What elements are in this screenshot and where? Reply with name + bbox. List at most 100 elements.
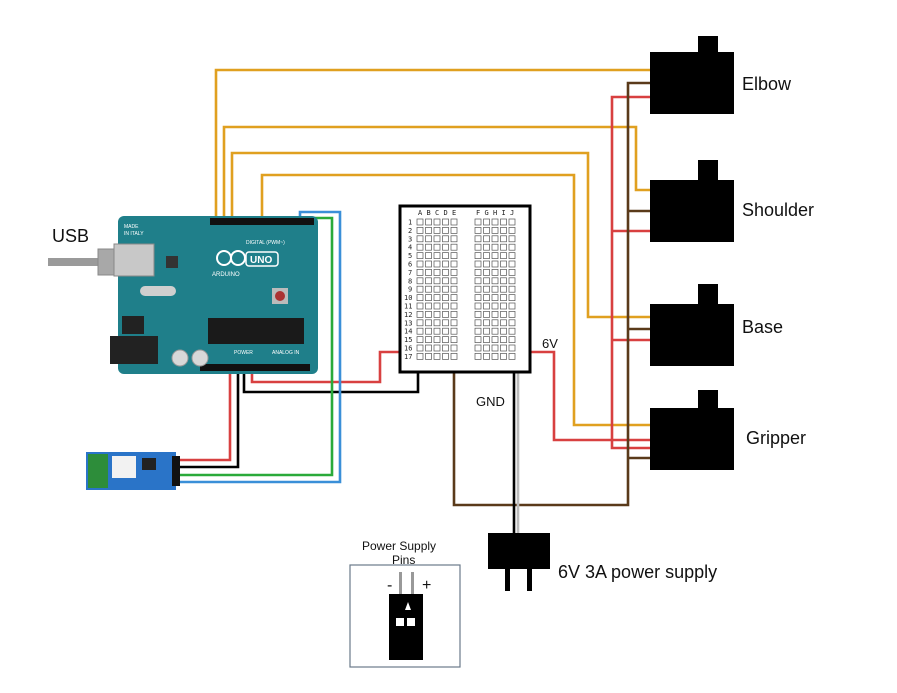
- breadboard-hole: [508, 302, 516, 310]
- arduino-made-1: MADE: [124, 224, 139, 230]
- breadboard-hole: [491, 235, 499, 243]
- breadboard-hole: [425, 327, 432, 335]
- breadboard-hole: [450, 218, 458, 226]
- breadboard-hole: [474, 243, 482, 251]
- breadboard-hole: [491, 344, 499, 352]
- breadboard-row-label: 10: [404, 294, 412, 302]
- breadboard-hole: [442, 302, 449, 310]
- breadboard-row-label: 13: [404, 319, 412, 327]
- breadboard-hole: [474, 327, 482, 335]
- breadboard-hole: [433, 319, 441, 327]
- breadboard-hole: [450, 269, 458, 276]
- breadboard-hole: [500, 302, 507, 310]
- breadboard-hole: [416, 243, 424, 251]
- breadboard-hole: [433, 294, 441, 301]
- breadboard-hole: [483, 269, 490, 276]
- arduino-analog: ANALOG IN: [272, 350, 300, 356]
- breadboard-hole: [433, 227, 441, 234]
- breadboard-row-label: 4: [408, 244, 412, 252]
- breadboard-hole: [450, 302, 458, 310]
- breadboard-row-label: 11: [404, 303, 412, 311]
- arduino-made-2: IN ITALY: [124, 231, 144, 237]
- breadboard-hole: [450, 294, 458, 301]
- pins-title-2: Pins: [392, 553, 415, 567]
- breadboard-hole: [483, 327, 490, 335]
- arduino-digital: DIGITAL (PWM~): [246, 240, 285, 246]
- breadboard-hole: [450, 260, 458, 268]
- breadboard-hole: [433, 243, 441, 251]
- breadboard-hole: [442, 252, 449, 259]
- breadboard-hole: [425, 294, 432, 301]
- breadboard-hole: [491, 302, 499, 310]
- breadboard-hole: [508, 353, 516, 360]
- breadboard-hole: [483, 285, 490, 293]
- power-supply-label: 6V 3A power supply: [558, 562, 717, 582]
- breadboard-hole: [483, 218, 490, 226]
- servo-label-shoulder: Shoulder: [742, 200, 814, 220]
- elbow-signal-wire: [214, 68, 652, 222]
- breadboard-hole: [500, 235, 507, 243]
- breadboard-hole: [425, 269, 432, 276]
- breadboard-hole: [474, 336, 482, 343]
- breadboard-hole: [450, 327, 458, 335]
- breadboard-hole: [491, 218, 499, 226]
- breadboard-hole: [442, 235, 449, 243]
- breadboard-hole: [416, 218, 424, 226]
- breadboard-hole: [416, 353, 424, 360]
- bt-vcc-wire: [178, 368, 232, 462]
- breadboard-hole: [474, 252, 482, 259]
- breadboard-hole: [442, 269, 449, 276]
- breadboard-hole: [416, 327, 424, 335]
- breadboard-col-label: D: [444, 209, 448, 217]
- breadboard-row-label: 16: [404, 345, 412, 353]
- breadboard-col-label: H: [493, 209, 497, 217]
- breadboard-hole: [491, 252, 499, 259]
- base-signal-wire: [230, 151, 652, 319]
- breadboard-hole: [450, 311, 458, 318]
- breadboard-row-label: 15: [404, 336, 412, 344]
- breadboard-hole: [433, 277, 441, 285]
- breadboard-col-label: C: [435, 209, 439, 217]
- arduino-uno: [110, 216, 318, 374]
- breadboard-hole: [500, 243, 507, 251]
- breadboard-hole: [474, 285, 482, 293]
- breadboard-hole: [474, 311, 482, 318]
- breadboard-hole: [474, 344, 482, 352]
- usb-label: USB: [52, 226, 89, 246]
- breadboard-hole: [450, 235, 458, 243]
- breadboard-hole: [433, 218, 441, 226]
- servo-power-bus: [610, 95, 652, 450]
- breadboard-hole: [433, 336, 441, 343]
- breadboard-hole: [416, 235, 424, 243]
- breadboard-hole: [500, 260, 507, 268]
- breadboard-hole: [491, 277, 499, 285]
- gnd-label: GND: [476, 394, 505, 409]
- breadboard-hole: [508, 252, 516, 259]
- breadboard-hole: [508, 277, 516, 285]
- breadboard-hole: [508, 227, 516, 234]
- breadboard-hole: [433, 344, 441, 352]
- breadboard-hole: [416, 269, 424, 276]
- breadboard-row-label: 8: [408, 277, 412, 285]
- breadboard-hole: [508, 260, 516, 268]
- breadboard-row-label: 17: [404, 353, 412, 361]
- breadboard-hole: [491, 336, 499, 343]
- breadboard-hole: [491, 260, 499, 268]
- breadboard-col-label: I: [502, 209, 506, 217]
- breadboard-hole: [442, 227, 449, 234]
- breadboard-hole: [442, 218, 449, 226]
- breadboard-hole: [433, 311, 441, 318]
- breadboard-hole: [491, 294, 499, 301]
- breadboard-hole: [483, 294, 490, 301]
- breadboard-hole: [483, 311, 490, 318]
- breadboard-hole: [500, 285, 507, 293]
- breadboard-col-label: E: [452, 209, 456, 217]
- breadboard-hole: [416, 252, 424, 259]
- breadboard-hole: [442, 353, 449, 360]
- breadboard-row-label: 12: [404, 311, 412, 319]
- breadboard-hole: [416, 302, 424, 310]
- breadboard-col-label: A: [418, 209, 423, 217]
